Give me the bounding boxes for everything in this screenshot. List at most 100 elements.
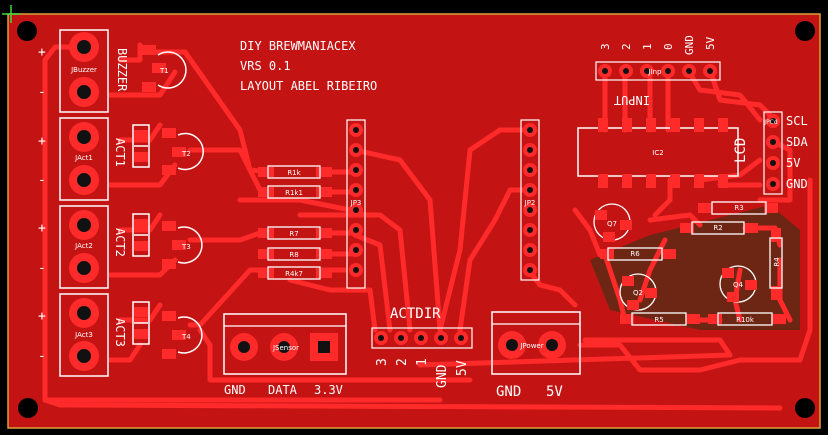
buzzer-part: JBuzzer [70, 66, 97, 74]
q2-label: Q2 [633, 289, 643, 297]
sensor-part: JSensor [272, 344, 299, 352]
transistor-q7: Q7 [593, 203, 632, 242]
resistor-r1k1: R1k1 [258, 185, 332, 199]
lcd-pin-sda: SDA [786, 135, 808, 149]
connector-act1: + - JAct1 ACT1 [38, 117, 127, 201]
act2-plus: + [38, 221, 46, 236]
resistor-r6: R6 [600, 247, 676, 261]
lcd-pin-gnd: GND [786, 177, 808, 191]
resistor-r2: R2 [680, 221, 758, 235]
input-pin-3: 3 [599, 43, 612, 50]
input-part: JInp [647, 68, 662, 76]
power-pin-gnd: GND [496, 384, 521, 400]
diodes [132, 124, 150, 345]
sensor-connector: JSensor GND DATA 3.3V [223, 313, 347, 397]
act2-minus: - [38, 261, 46, 276]
power-connector: JPower GND 5V [491, 311, 581, 400]
jp3-label: JP3 [350, 199, 362, 207]
resistor-r5: R5 [620, 312, 700, 326]
actdir-pin-3: 3 [375, 358, 390, 366]
r5-label: R5 [654, 316, 663, 324]
q7-label: Q7 [607, 220, 617, 228]
transistor-q2: Q2 [619, 273, 657, 311]
board-version: VRS 0.1 [240, 59, 291, 73]
r6-label: R6 [630, 250, 640, 258]
transistor-t3: T3 [162, 221, 203, 269]
board-title: DIY BREWMANIACEX [240, 39, 356, 53]
act3-minus: - [38, 349, 46, 364]
act2-part: JAct2 [74, 242, 93, 250]
t4-label: T4 [181, 333, 191, 341]
origin-marker [2, 5, 20, 23]
mounting-holes [17, 21, 815, 418]
lcd-pin-scl: SCL [786, 114, 808, 128]
r4-label: R4 [773, 257, 781, 267]
actdir-pin-gnd: GND [435, 364, 450, 388]
sensor-pin-3v3: 3.3V [314, 383, 343, 397]
lcd-part: JPCd [763, 119, 778, 126]
resistor-r10k: R10k [708, 312, 786, 326]
lcd-header: JPCd LCD SCL SDA 5V GND [733, 111, 808, 195]
sensor-pin-gnd: GND [224, 383, 246, 397]
resistor-r7: R7 [258, 226, 332, 240]
t1-label: T1 [159, 67, 169, 75]
buzzer-minus: - [38, 85, 46, 100]
transistor-q4: Q4 [719, 265, 757, 303]
act1-plus: + [38, 134, 46, 149]
r1k1-label: R1k1 [285, 189, 303, 197]
r8-label: R8 [289, 251, 298, 259]
jp2-label: JP2 [524, 199, 536, 207]
r4k7-label: R4k7 [285, 270, 303, 278]
actdir-title: ACTDIR [390, 306, 441, 322]
ic2-label: IC2 [652, 149, 663, 157]
connector-act2: + - JAct2 ACT2 [38, 205, 127, 289]
r7-label: R7 [289, 230, 298, 238]
act3-label: ACT3 [113, 318, 127, 347]
r3-label: R3 [734, 204, 743, 212]
power-pin-5v: 5V [546, 384, 563, 400]
power-part: JPower [519, 342, 543, 350]
resistor-r8: R8 [258, 247, 332, 261]
r1k-label: R1k [287, 169, 301, 177]
sensor-pin-data: DATA [268, 383, 298, 397]
transistor-t4: T4 [162, 311, 203, 359]
input-header: JInp INPUT 3 2 1 0 GND 5V [595, 35, 721, 107]
resistor-r4: R4 [769, 228, 783, 300]
act1-label: ACT1 [113, 138, 127, 167]
transistor-t2: T2 [162, 128, 204, 175]
lcd-title: LCD [733, 138, 749, 163]
transistor-t1: T1 [142, 45, 187, 92]
connector-act3: + - JAct3 ACT3 [38, 293, 127, 377]
input-pin-5v: 5V [704, 36, 717, 50]
act1-part: JAct1 [74, 154, 93, 162]
actdir-header: ACTDIR 3 2 1 GND 5V [371, 306, 473, 388]
act1-minus: - [38, 173, 46, 188]
connector-buzzer: + - JBuzzer BUZZER [38, 29, 129, 113]
t3-label: T3 [181, 243, 191, 251]
resistor-r3: R3 [698, 201, 778, 215]
input-pin-2: 2 [620, 43, 633, 50]
resistor-r1k: R1k [258, 165, 332, 179]
actdir-pin-5v: 5V [455, 360, 470, 376]
act3-plus: + [38, 309, 46, 324]
buzzer-label: BUZZER [115, 48, 129, 92]
copper-traces [42, 42, 813, 411]
r2-label: R2 [713, 224, 722, 232]
input-title: INPUT [614, 93, 650, 107]
r10k-label: R10k [736, 316, 755, 324]
act2-label: ACT2 [113, 228, 127, 257]
resistor-r4k7: R4k7 [258, 266, 332, 280]
actdir-pin-1: 1 [415, 358, 430, 366]
header-jp3: JP3 [346, 119, 366, 289]
input-pin-gnd: GND [683, 35, 696, 55]
board-layout-credit: LAYOUT ABEL RIBEIRO [240, 79, 377, 93]
t2-label: T2 [181, 150, 191, 158]
input-pin-1: 1 [641, 43, 654, 50]
actdir-pin-2: 2 [395, 358, 410, 366]
lcd-pin-5v: 5V [786, 156, 800, 170]
buzzer-plus: + [38, 45, 46, 60]
header-jp2: JP2 [520, 119, 540, 281]
q4-label: Q4 [733, 281, 744, 289]
ic2-chip: IC2 [577, 118, 739, 188]
